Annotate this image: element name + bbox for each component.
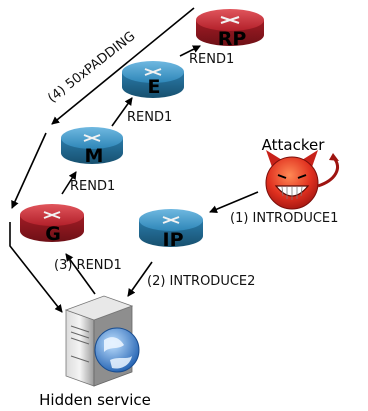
router-e: E — [122, 61, 184, 98]
arrow-rp-to-m-padding — [51, 7, 195, 125]
arrow-m-to-e — [111, 97, 133, 127]
node-label-g: G — [45, 223, 61, 245]
label-rend1-e: REND1 — [127, 110, 172, 125]
node-label-ip: IP — [163, 229, 184, 251]
hidden-service-label: Hidden service — [39, 391, 151, 409]
label-rend1-g: (3) REND1 — [54, 258, 122, 273]
arrow-attacker-to-ip — [209, 191, 259, 213]
hidden-service-server-icon — [64, 295, 140, 387]
router-arrows-icon — [162, 216, 180, 224]
arrow-ip-to-hs — [127, 261, 153, 297]
router-arrows-icon — [220, 16, 240, 24]
router-ip: IP — [139, 209, 203, 251]
node-label-m: M — [85, 145, 104, 167]
router-m: M — [61, 127, 123, 167]
router-rp: RP — [196, 9, 264, 50]
arrow-m-to-g-padding — [11, 132, 47, 209]
attacker-devil-icon — [265, 150, 339, 210]
attacker-label: Attacker — [262, 136, 326, 154]
label-introduce1: (1) INTRODUCE1 — [230, 211, 338, 226]
router-g: G — [20, 204, 84, 245]
label-rend1-rp: REND1 — [189, 52, 234, 67]
arrow-g-to-m — [61, 171, 77, 195]
router-arrows-icon — [43, 211, 61, 219]
arrow-hs-to-g — [65, 253, 96, 295]
node-label-e: E — [148, 76, 161, 98]
router-arrows-icon — [83, 134, 101, 142]
arrow-g-to-hs-padding — [9, 222, 63, 313]
arrow-e-to-rp — [179, 45, 201, 57]
label-padding: (4) 50xPADDING — [45, 29, 138, 106]
label-introduce2: (2) INTRODUCE2 — [147, 274, 255, 289]
node-label-rp: RP — [218, 28, 247, 50]
label-rend1-m: REND1 — [70, 179, 115, 194]
router-arrows-icon — [144, 68, 162, 76]
